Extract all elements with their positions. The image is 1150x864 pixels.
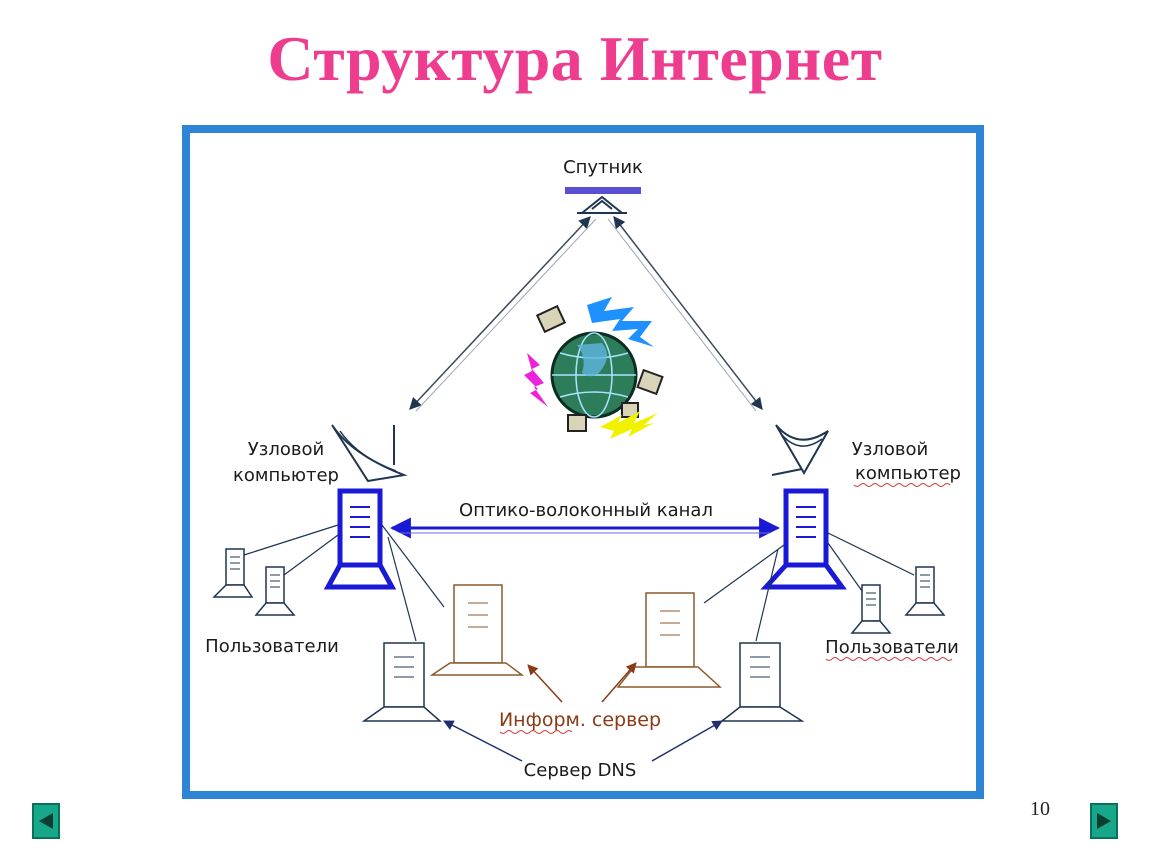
dns-server-label: Сервер DNS <box>524 760 637 781</box>
link-line <box>827 532 915 576</box>
link-line <box>381 524 445 608</box>
satellite-icon <box>565 187 641 214</box>
signal-bolt-yellow-icon <box>600 411 658 439</box>
node-computer-right-icon <box>760 488 847 590</box>
node-left-label-line1: Узловой <box>248 439 324 460</box>
internet-structure-diagram: Спутник Узловой компьютер <box>205 157 961 781</box>
page-number: 10 <box>1030 798 1050 820</box>
satellite-dish-right-icon <box>771 424 829 476</box>
dns-pointer-right <box>651 720 723 762</box>
globe-icon <box>535 304 664 432</box>
node-right-label-line2: компьютер <box>855 463 961 484</box>
link-line <box>387 536 417 642</box>
spellcheck-underline <box>499 730 573 734</box>
satellite-link-left <box>409 216 597 412</box>
spellcheck-underline <box>825 657 953 661</box>
triangle-left-icon <box>39 813 53 829</box>
satellite-dish-left-icon <box>331 424 408 483</box>
node-left-label-line2: компьютер <box>233 465 339 486</box>
link-line <box>827 542 863 592</box>
node-right-label-line1: Узловой <box>852 439 928 460</box>
fiber-channel-label: Оптико-волоконный канал <box>459 500 713 521</box>
info-server-label: Информ. сервер <box>499 709 661 731</box>
next-slide-button[interactable] <box>1090 803 1118 839</box>
info-server-pointer-left <box>527 664 563 703</box>
link-line <box>755 548 779 642</box>
satellite-link-right <box>607 216 763 412</box>
node-computer-left-icon <box>323 488 397 590</box>
user-computer-left-2-icon <box>254 566 296 616</box>
users-right-label: Пользователи <box>825 637 959 658</box>
dns-server-left-icon <box>361 642 442 722</box>
signal-bolt-magenta-icon <box>524 353 548 407</box>
dns-server-right-icon <box>719 642 805 722</box>
prev-slide-button[interactable] <box>32 803 60 839</box>
triangle-right-icon <box>1097 813 1111 829</box>
link-line <box>703 544 785 604</box>
users-left-label: Пользователи <box>205 636 339 657</box>
dns-pointer-left <box>443 720 523 762</box>
info-server-pointer-right <box>601 662 637 703</box>
link-line <box>243 524 339 556</box>
user-computer-right-2-icon <box>850 584 892 634</box>
signal-bolt-blue-icon <box>587 297 654 347</box>
slide-title: Структура Интернет <box>267 23 883 94</box>
link-line <box>283 534 339 576</box>
satellite-label: Спутник <box>563 157 643 178</box>
spellcheck-underline <box>853 483 951 487</box>
info-server-left-icon <box>429 584 525 676</box>
info-server-right-icon <box>616 592 722 688</box>
user-computer-left-1-icon <box>212 548 254 598</box>
user-computer-right-1-icon <box>904 566 946 616</box>
